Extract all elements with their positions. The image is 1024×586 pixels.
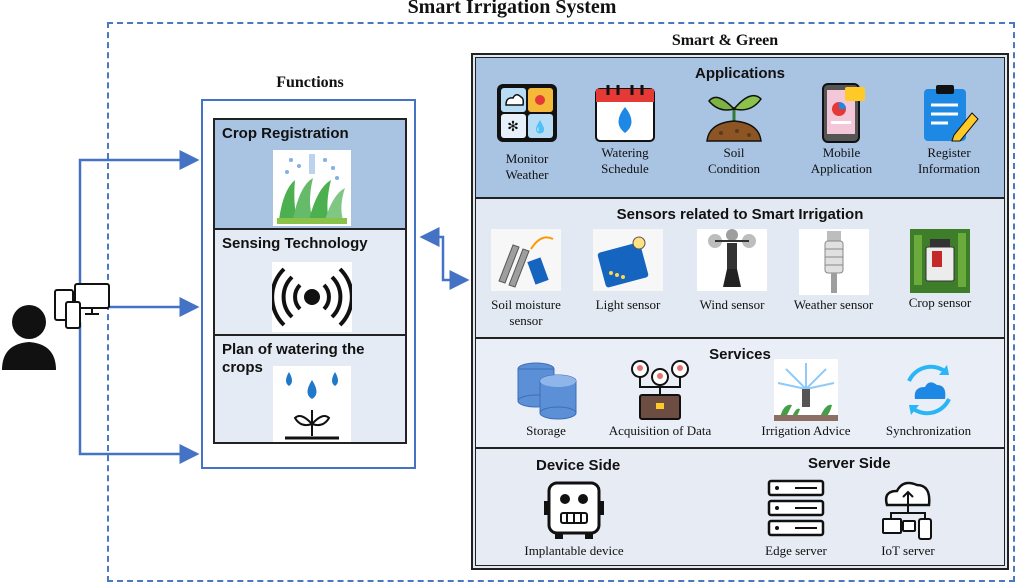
service-label: Irrigation Advice bbox=[761, 423, 851, 438]
app-mobile-application: Mobile Application bbox=[804, 83, 879, 177]
device-side-title: Device Side bbox=[536, 457, 621, 474]
function-label: Crop Registration bbox=[222, 125, 349, 142]
watering-icon bbox=[273, 366, 351, 442]
sensor-label: Crop sensor bbox=[908, 295, 972, 310]
sensor-wind: Wind sensor bbox=[692, 229, 772, 313]
service-label: Synchronization bbox=[885, 423, 972, 438]
weather-icon: ✻ 💧 bbox=[497, 84, 557, 142]
sensor-light: Light sensor bbox=[588, 229, 668, 313]
app-label: Register Information bbox=[917, 145, 981, 176]
service-data-acquisition: Acquisition of Data bbox=[596, 359, 724, 439]
server-rack-icon bbox=[767, 479, 825, 537]
service-storage: Storage bbox=[506, 359, 586, 439]
sync-cloud-icon bbox=[906, 364, 951, 416]
applications-title: Applications bbox=[694, 65, 785, 82]
service-synchronization: Synchronization bbox=[876, 359, 981, 439]
function-label: Sensing Technology bbox=[222, 235, 368, 252]
crop-sensor-icon bbox=[910, 229, 970, 293]
app-label: Mobile Application bbox=[810, 145, 873, 176]
function-sensing-technology: Sensing Technology bbox=[215, 230, 405, 336]
functions-title: Functions bbox=[276, 74, 344, 91]
applications-section: Applications ✻ 💧 Monitor Weather bbox=[475, 57, 1005, 198]
sensor-soil-moisture: Soil moisture sensor bbox=[490, 229, 562, 329]
data-acquisition-icon bbox=[631, 360, 689, 420]
smart-green-panel: Applications ✻ 💧 Monitor Weather bbox=[471, 53, 1009, 570]
sensor-label: Weather sensor bbox=[793, 297, 874, 312]
sensor-label: Soil moisture sensor bbox=[491, 297, 561, 328]
iot-cloud-icon bbox=[882, 481, 932, 540]
service-label: Acquisition of Data bbox=[608, 423, 712, 438]
phone-icon bbox=[821, 83, 865, 143]
sensors-title: Sensors related to Smart Irrigation bbox=[616, 206, 864, 223]
svg-text:✻: ✻ bbox=[507, 120, 519, 135]
user-icon bbox=[2, 283, 110, 370]
weather-sensor-icon bbox=[798, 229, 869, 295]
app-label: Monitor Weather bbox=[505, 151, 549, 182]
wind-sensor-icon bbox=[697, 229, 767, 291]
sprout-icon bbox=[706, 94, 762, 142]
irrigation-advice-icon bbox=[774, 359, 838, 421]
functions-panel: Crop Registration Sensing Technology Pla… bbox=[213, 118, 407, 444]
light-sensor-icon bbox=[593, 229, 663, 291]
smart-green-title: Smart & Green bbox=[671, 32, 779, 49]
app-register-information: Register Information bbox=[909, 83, 989, 177]
functions-frame bbox=[201, 99, 416, 469]
edge-server: Edge server bbox=[756, 479, 836, 559]
services-section: Services Storage Acquisition of Data bbox=[475, 338, 1005, 448]
sensor-crop: Crop sensor bbox=[896, 229, 984, 311]
calendar-icon bbox=[595, 85, 655, 142]
signal-icon bbox=[272, 262, 352, 332]
diagram-title: Smart Irrigation System bbox=[407, 0, 617, 18]
storage-icon bbox=[517, 362, 577, 420]
function-watering-plan: Plan of watering the crops bbox=[215, 336, 405, 442]
service-irrigation-advice: Irrigation Advice bbox=[746, 359, 866, 439]
device-label: Implantable device bbox=[524, 543, 624, 558]
server-label: IoT server bbox=[881, 543, 935, 558]
server-label: Edge server bbox=[765, 543, 827, 558]
sensor-weather: Weather sensor bbox=[786, 229, 881, 313]
clipboard-icon bbox=[924, 85, 979, 142]
device-server-section: Device Side Server Side Implantable devi… bbox=[475, 448, 1005, 566]
sensor-label: Light sensor bbox=[595, 297, 661, 312]
app-watering-schedule: Watering Schedule bbox=[590, 83, 660, 177]
server-side-title: Server Side bbox=[808, 455, 891, 472]
services-title: Services bbox=[709, 346, 771, 363]
app-label: Soil Condition bbox=[707, 145, 760, 176]
svg-text:💧: 💧 bbox=[533, 120, 548, 134]
app-monitor-weather: ✻ 💧 Monitor Weather bbox=[492, 83, 562, 183]
sensors-section: Sensors related to Smart Irrigation Soil… bbox=[475, 198, 1005, 338]
app-label: Watering Schedule bbox=[601, 145, 649, 176]
implantable-device: Implantable device bbox=[514, 479, 634, 559]
iot-server: IoT server bbox=[868, 479, 948, 559]
crop-icon bbox=[273, 150, 351, 226]
app-soil-condition: Soil Condition bbox=[699, 83, 769, 177]
function-crop-registration: Crop Registration bbox=[215, 120, 405, 230]
service-label: Storage bbox=[526, 423, 566, 438]
function-label: Plan of watering the crops bbox=[222, 341, 365, 376]
robot-device-icon bbox=[544, 481, 604, 539]
soil-moisture-sensor-icon bbox=[491, 229, 561, 291]
sensor-label: Wind sensor bbox=[699, 297, 765, 312]
